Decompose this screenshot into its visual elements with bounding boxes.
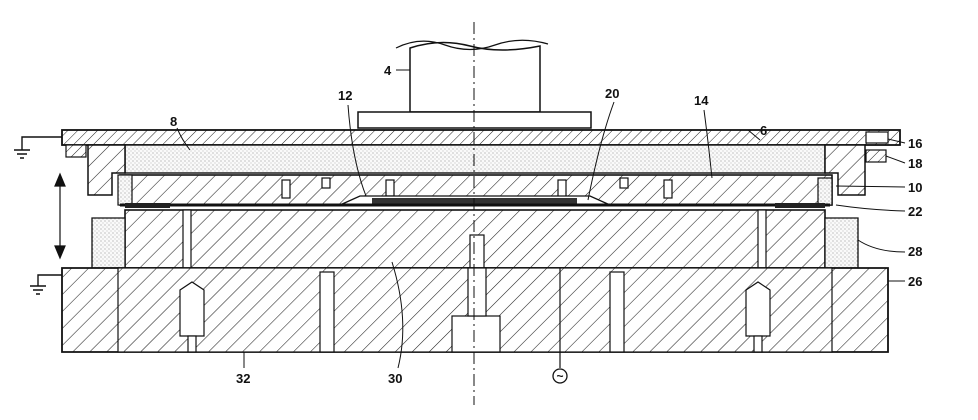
label-26: 26 bbox=[908, 274, 922, 289]
label-8: 8 bbox=[170, 114, 177, 129]
label-32: 32 bbox=[236, 371, 250, 386]
label-20: 20 bbox=[605, 86, 619, 101]
guide-post-left bbox=[182, 209, 192, 269]
base-pin-channels bbox=[179, 267, 771, 353]
label-6: 6 bbox=[760, 123, 767, 138]
label-4: 4 bbox=[384, 63, 392, 78]
ac-source-symbol: ~ bbox=[552, 268, 568, 384]
label-28: 28 bbox=[908, 244, 922, 259]
label-14: 14 bbox=[694, 93, 709, 108]
label-30: 30 bbox=[388, 371, 402, 386]
guide-post-right bbox=[757, 209, 767, 269]
seal-18-right bbox=[865, 149, 887, 163]
upper-die-left-insert bbox=[117, 174, 133, 206]
travel-arrow bbox=[54, 172, 66, 260]
ac-tilde-symbol: ~ bbox=[556, 369, 563, 383]
ground-symbol-top bbox=[14, 136, 62, 159]
seal-16-left bbox=[65, 144, 87, 158]
label-16: 16 bbox=[908, 136, 922, 151]
seal-16-right bbox=[865, 131, 889, 144]
label-10: 10 bbox=[908, 180, 922, 195]
shaft-part-4 bbox=[395, 39, 549, 113]
side-frame-28-left bbox=[91, 217, 126, 269]
stippled-layer-8 bbox=[124, 144, 826, 174]
label-12: 12 bbox=[338, 88, 352, 103]
upper-die-right-insert-10 bbox=[817, 177, 833, 206]
label-22: 22 bbox=[908, 204, 922, 219]
ground-symbol-bottom bbox=[30, 274, 62, 295]
label-18: 18 bbox=[908, 156, 922, 171]
leader-lines bbox=[176, 69, 906, 369]
film-right-clamp bbox=[775, 203, 825, 208]
center-pin bbox=[469, 234, 485, 269]
upper-die-bolts bbox=[281, 177, 673, 199]
top-plate-6 bbox=[61, 129, 901, 146]
upper-housing-right-flange bbox=[824, 144, 866, 196]
side-frame-28-right bbox=[824, 217, 859, 269]
upper-housing-left-flange bbox=[87, 144, 126, 196]
film-left-clamp bbox=[125, 203, 170, 208]
